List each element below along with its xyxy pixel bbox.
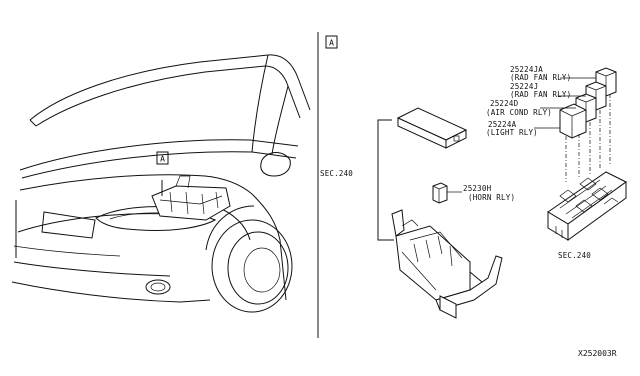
relay-25224a: [559, 103, 587, 139]
relay-stack: 25224JA (RAD FAN RLY) 25224J (RAD FAN RL…: [486, 65, 617, 182]
view-marker-left-box: [156, 151, 169, 165]
horn-relay-part-no: 25230H: [463, 184, 492, 193]
fuse-block-cover: [396, 107, 468, 149]
relay-1-part-no: 25224JA: [510, 65, 543, 74]
diagram-id: X252003R: [578, 349, 617, 358]
relay-4-part-no: 25224A: [488, 120, 517, 129]
horn-relay: 25230H (HORN RLY): [432, 182, 515, 204]
view-marker-left: A: [156, 151, 169, 165]
view-marker-right-label: A: [329, 39, 334, 48]
relay-3-desc: (AIR COND RLY): [486, 108, 552, 117]
relay-4-desc: (LIGHT RLY): [486, 128, 538, 137]
view-marker-right-box: [325, 35, 338, 49]
view-marker-left-label: A: [160, 155, 165, 164]
relay-2-part-no: 25224J: [510, 82, 538, 91]
sec-240-bracket: [377, 119, 394, 241]
relay-2-desc: (RAD FAN RLY): [510, 90, 571, 99]
fuse-block: SEC.240: [547, 171, 627, 260]
sec-240-fuse-block-label: SEC.240: [558, 251, 591, 260]
horn-relay-desc: (HORN RLY): [468, 193, 515, 202]
view-marker-right: A: [325, 35, 338, 49]
relay-3-part-no: 25224D: [490, 99, 519, 108]
relay-box-bracket: [391, 209, 503, 319]
relay-1-desc: (RAD FAN RLY): [510, 73, 571, 82]
vehicle-illustration: [11, 54, 311, 313]
sec-240-left-label: SEC.240: [320, 169, 353, 178]
